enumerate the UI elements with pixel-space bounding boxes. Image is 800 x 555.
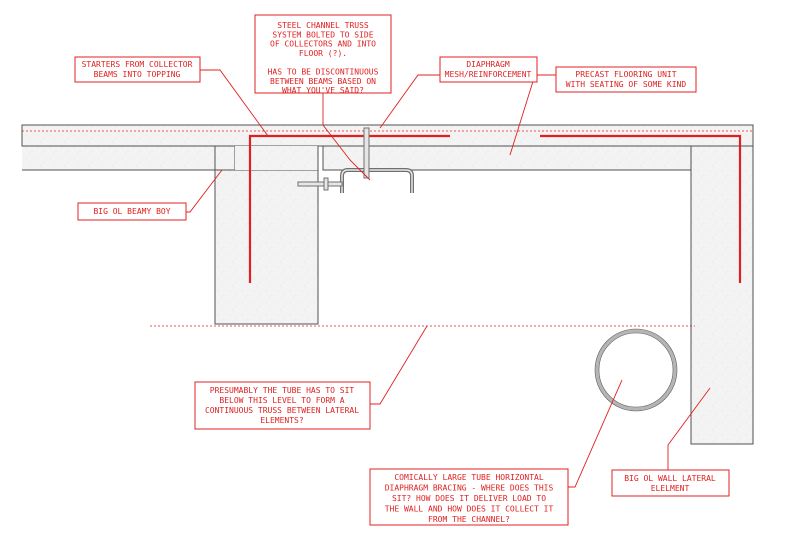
bracing-tube-outline bbox=[594, 328, 678, 412]
leader-steel-channel bbox=[322, 93, 371, 181]
callout-box-starters bbox=[74, 56, 201, 83]
callout-line: STARTERS FROM COLLECTOR bbox=[82, 60, 193, 69]
callout-line: PRESUMABLY THE TUBE HAS TO SIT bbox=[210, 386, 355, 395]
leader-beam bbox=[186, 169, 223, 213]
callout-line: BEAMS INTO TOPPING bbox=[94, 70, 181, 79]
vertical-bolt bbox=[363, 127, 370, 179]
callout-line: WITH SEATING OF SOME KIND bbox=[566, 80, 687, 89]
collector-beam-top bbox=[235, 146, 318, 170]
mesh-bar-right bbox=[540, 134, 742, 283]
callout-line: BELOW THIS LEVEL TO FORM A bbox=[219, 396, 344, 405]
callout-box-tube-level bbox=[194, 381, 371, 430]
callout-line: DIAPHRAGM BRACING - WHERE DOES THIS bbox=[385, 484, 554, 493]
callout-line: COMICALLY LARGE TUBE HORIZONTAL bbox=[394, 473, 543, 482]
leader-wall bbox=[667, 387, 711, 470]
callout-line: MESH/REINFORCEMENT bbox=[445, 70, 532, 79]
callout-line: HAS TO BE DISCONTINUOUS bbox=[268, 68, 379, 77]
callout-line: WHAT YOU'VE SAID? bbox=[282, 86, 364, 95]
callout-line: FLOOR (?). bbox=[299, 49, 347, 58]
callout-line: BIG OL BEAMY BOY bbox=[93, 207, 170, 216]
lateral-wall bbox=[690, 145, 754, 445]
callout-line: CONTINUOUS TRUSS BETWEEN LATERAL bbox=[205, 406, 359, 415]
callout-tube-bracing-text: COMICALLY LARGE TUBE HORIZONTAL DIAPHRAGM… bbox=[385, 473, 554, 524]
callout-line: THE WALL AND HOW DOES IT COLLECT IT bbox=[385, 505, 554, 514]
callout-line: BIG OL WALL LATERAL bbox=[624, 474, 716, 483]
horizontal-bolt bbox=[297, 177, 343, 191]
leader-diaphragm-mesh bbox=[379, 74, 440, 129]
callout-box-wall bbox=[611, 469, 730, 497]
steel-channel bbox=[340, 168, 414, 193]
callout-beam-text: BIG OL BEAMY BOY bbox=[93, 207, 170, 216]
starter-bar-left bbox=[248, 134, 450, 283]
callout-line: DIAPHRAGM bbox=[466, 60, 510, 69]
right-precast-unit bbox=[322, 145, 692, 171]
leader-tube-bracing bbox=[568, 379, 623, 488]
callout-box-steel-channel bbox=[254, 14, 392, 94]
callout-line: STEEL CHANNEL TRUSS bbox=[277, 21, 369, 30]
left-precast-unit bbox=[22, 145, 236, 171]
callout-line: ELELMENT bbox=[651, 484, 690, 493]
callout-line: ELEMENTS? bbox=[260, 416, 304, 425]
callout-box-precast-unit bbox=[555, 66, 697, 93]
callout-line: BETWEEN BEAMS BASED ON bbox=[270, 77, 376, 86]
callout-line: SIT? HOW DOES IT DELIVER LOAD TO bbox=[392, 494, 546, 503]
callout-box-tube-bracing bbox=[369, 468, 569, 526]
leader-starters bbox=[200, 69, 269, 137]
leader-tube-level bbox=[370, 325, 428, 405]
callout-box-diaphragm-mesh bbox=[439, 56, 538, 83]
bracing-tube-inner bbox=[598, 332, 674, 408]
callout-line: OF COLLECTORS AND INTO bbox=[270, 40, 376, 49]
callout-box-beam bbox=[77, 202, 187, 221]
collector-beam-body bbox=[214, 169, 319, 325]
callout-line: SYSTEM BOLTED TO SIDE bbox=[272, 30, 373, 39]
callout-line: PRECAST FLOORING UNIT bbox=[575, 70, 676, 79]
callout-line: FROM THE CHANNEL? bbox=[428, 515, 510, 524]
bracing-tube bbox=[595, 329, 677, 411]
